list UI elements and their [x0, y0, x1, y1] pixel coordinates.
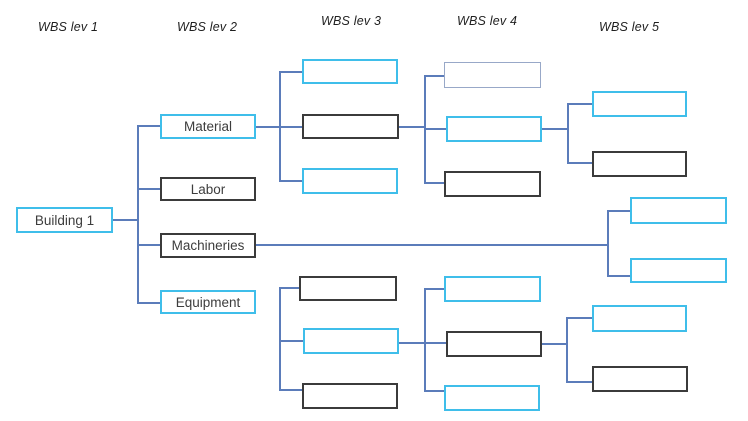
wbs-node-l4-material-3	[444, 171, 541, 197]
connector-l3m-stub-mid	[279, 126, 302, 128]
connector-l3m-stub-top	[279, 71, 302, 73]
wbs-node-l4-equipment-3	[444, 385, 540, 411]
connector-material-feed	[256, 126, 279, 128]
connector-l5ma-stub-top	[607, 210, 630, 212]
column-header-level-2: WBS lev 2	[177, 20, 238, 34]
connector-l5ma-stub-bottom	[607, 275, 630, 277]
connector-l5m-stub-bottom	[567, 162, 592, 164]
connector-building-feed	[113, 219, 137, 221]
wbs-node-machineries: Machineries	[160, 233, 256, 258]
column-header-level-3: WBS lev 3	[321, 14, 382, 28]
wbs-node-l5-machineries-1	[630, 197, 727, 224]
wbs-node-l5-material-2	[592, 151, 687, 177]
connector-l3m-stub-bottom	[279, 180, 302, 182]
connector-l4m-stub-mid	[424, 128, 446, 130]
connector-l4e-stub-bottom	[424, 390, 444, 392]
wbs-node-building-1: Building 1	[16, 207, 113, 233]
connector-l5e-trunk	[566, 317, 568, 383]
wbs-node-l5-material-1	[592, 91, 687, 117]
connector-l3m-feed	[399, 126, 424, 128]
connector-l4m-stub-bottom	[424, 182, 444, 184]
wbs-node-l3-equipment-3	[302, 383, 398, 409]
column-header-level-4: WBS lev 4	[457, 14, 518, 28]
connector-l3e-stub-mid	[279, 340, 303, 342]
wbs-node-l3-equipment-2	[303, 328, 399, 354]
connector-l4e-feed	[542, 343, 566, 345]
wbs-node-material: Material	[160, 114, 256, 139]
wbs-node-l4-equipment-2	[446, 331, 542, 357]
wbs-node-l5-equipment-1	[592, 305, 687, 332]
wbs-node-equipment: Equipment	[160, 290, 256, 314]
wbs-node-l4-equipment-1	[444, 276, 541, 302]
connector-l5m-trunk	[567, 103, 569, 164]
connector-l4e-stub-top	[424, 288, 444, 290]
connector-l4e-trunk	[424, 288, 426, 392]
connector-l3e-trunk	[279, 287, 281, 391]
wbs-node-l5-machineries-2	[630, 258, 727, 283]
wbs-node-labor: Labor	[160, 177, 256, 201]
connector-l5e-stub-top	[566, 317, 592, 319]
connector-stub-material	[137, 125, 160, 127]
connector-l4m-feed	[542, 128, 567, 130]
connector-machineries-long-feed	[256, 244, 607, 246]
connector-l3e-stub-bottom	[279, 389, 302, 391]
column-header-level-5: WBS lev 5	[599, 20, 660, 34]
connector-l4m-stub-top	[424, 75, 444, 77]
wbs-node-l3-material-1	[302, 59, 398, 84]
connector-l5m-stub-top	[567, 103, 592, 105]
connector-stub-labor	[137, 188, 160, 190]
wbs-node-l3-material-2	[302, 114, 399, 139]
connector-l3e-stub-top	[279, 287, 299, 289]
connector-l5ma-trunk	[607, 210, 609, 277]
column-header-level-1: WBS lev 1	[38, 20, 99, 34]
wbs-node-l5-equipment-2	[592, 366, 688, 392]
connector-stub-equipment	[137, 302, 160, 304]
wbs-node-l3-equipment-1	[299, 276, 397, 301]
wbs-node-l4-material-1	[444, 62, 541, 88]
connector-l3e-feed	[399, 342, 424, 344]
wbs-node-l3-material-3	[302, 168, 398, 194]
connector-l2-trunk	[137, 125, 139, 304]
connector-l4e-stub-mid	[424, 342, 446, 344]
wbs-node-l4-material-2	[446, 116, 542, 142]
connector-stub-machineries	[137, 244, 160, 246]
connector-l5e-stub-bottom	[566, 381, 592, 383]
